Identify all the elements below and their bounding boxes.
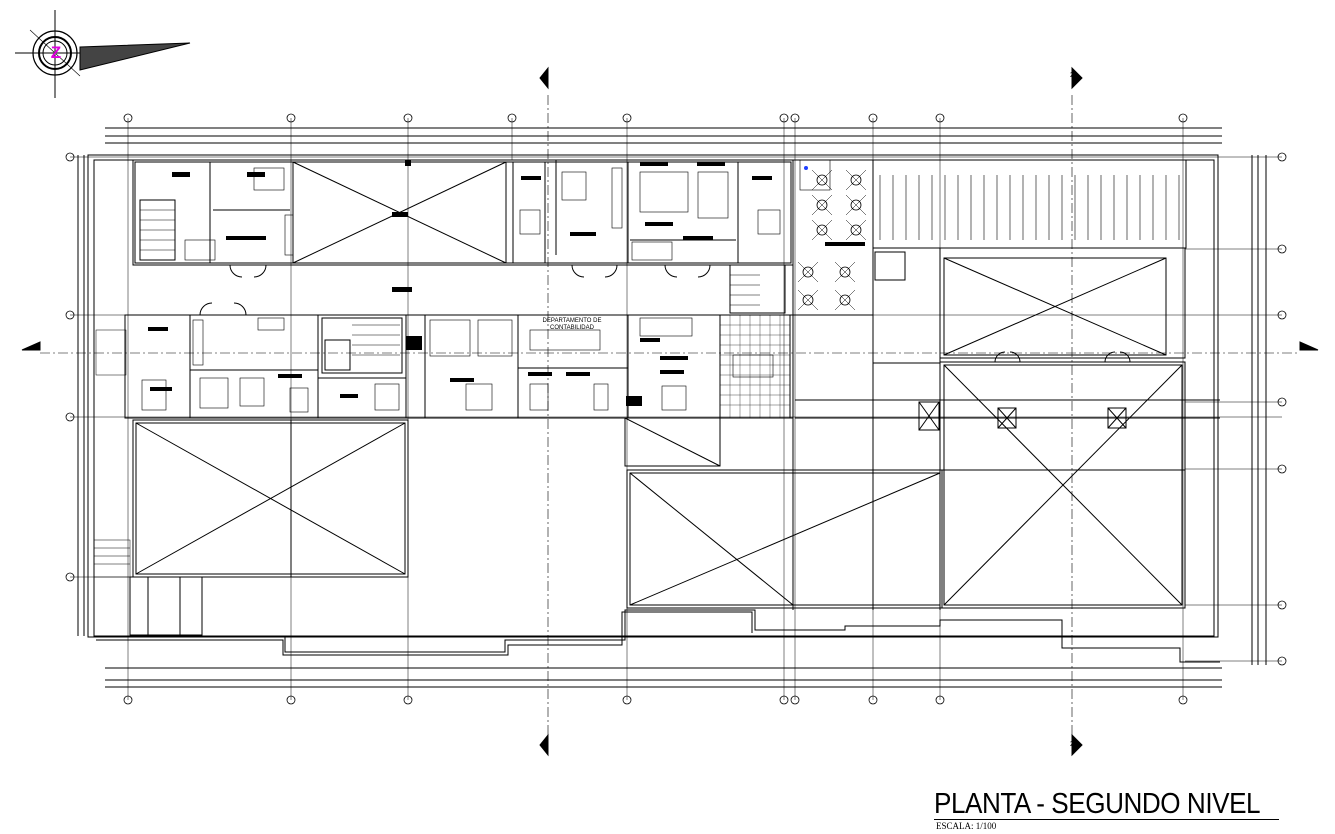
drawing-scale: ESCALA: 1/100 <box>936 821 997 831</box>
drawing-title: PLANTA - SEGUNDO NIVEL <box>934 788 1261 820</box>
north-letter: Z <box>50 43 62 62</box>
section-marker-top-left: 1 <box>543 72 547 79</box>
section-marker-bottom-right: 2 <box>1070 741 1074 748</box>
section-marker-top-right: 2 <box>1070 72 1074 79</box>
department-label: DEPARTAMENTO DE CONTABILIDAD <box>542 318 602 331</box>
north-arrow-icon <box>15 10 191 98</box>
section-marker-left: 1 <box>31 345 35 352</box>
title-underline <box>934 819 1279 820</box>
